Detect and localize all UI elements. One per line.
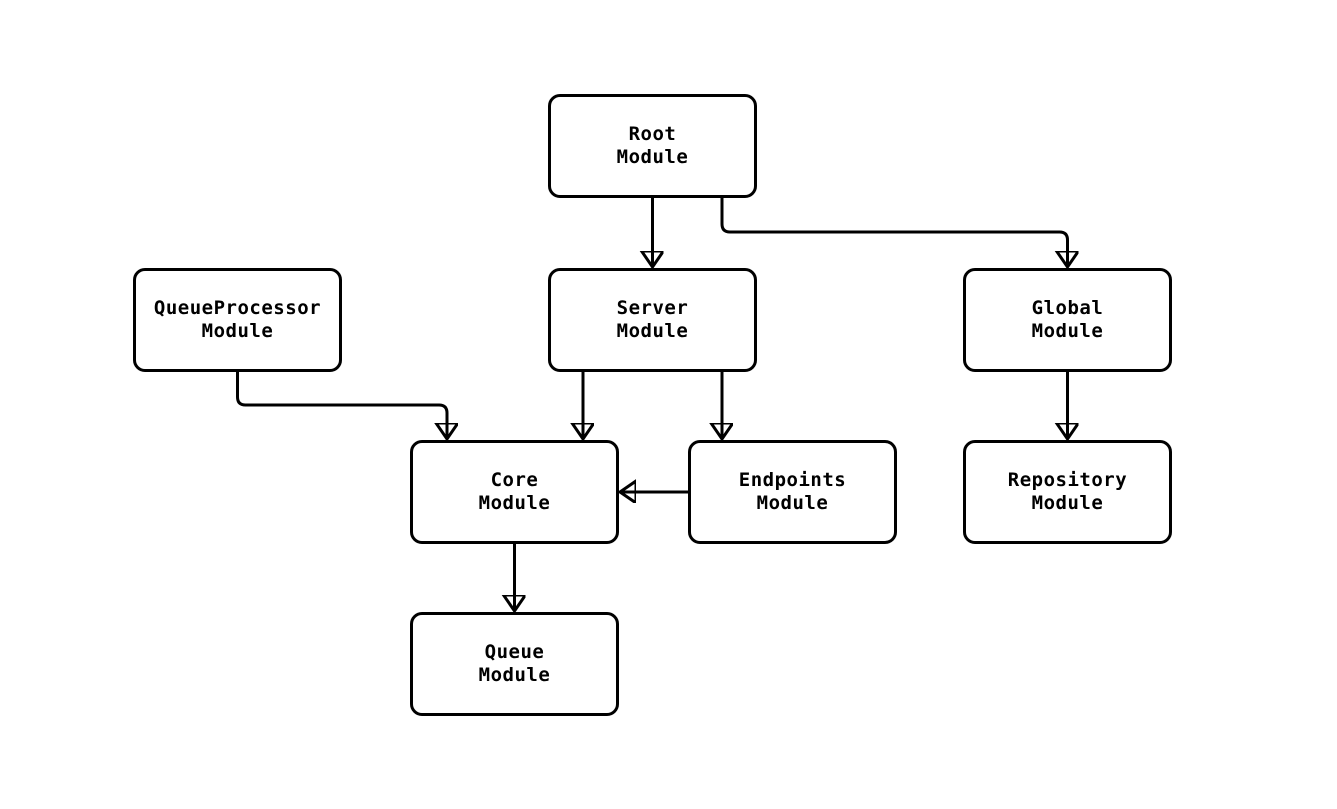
node-repository-module-label: Repository Module xyxy=(1007,469,1128,514)
node-endpoints-module: Endpoints Module xyxy=(688,440,897,544)
node-repository-module: Repository Module xyxy=(963,440,1172,544)
node-global-module: Global Module xyxy=(963,268,1172,372)
node-server-module-label: Server Module xyxy=(616,297,689,342)
edge-root-to-global xyxy=(720,198,1068,266)
node-endpoints-module-label: Endpoints Module xyxy=(738,469,847,514)
edge-queueprocessor-to-core xyxy=(236,372,448,438)
node-root-module: Root Module xyxy=(548,94,757,198)
node-core-module: Core Module xyxy=(410,440,619,544)
node-queue-module-label: Queue Module xyxy=(478,641,551,686)
node-queueprocessor-module: QueueProcessor Module xyxy=(133,268,342,372)
node-global-module-label: Global Module xyxy=(1031,297,1104,342)
node-queue-module: Queue Module xyxy=(410,612,619,716)
node-core-module-label: Core Module xyxy=(478,469,551,514)
node-root-module-label: Root Module xyxy=(616,123,689,168)
node-queueprocessor-module-label: QueueProcessor Module xyxy=(153,297,322,342)
node-server-module: Server Module xyxy=(548,268,757,372)
